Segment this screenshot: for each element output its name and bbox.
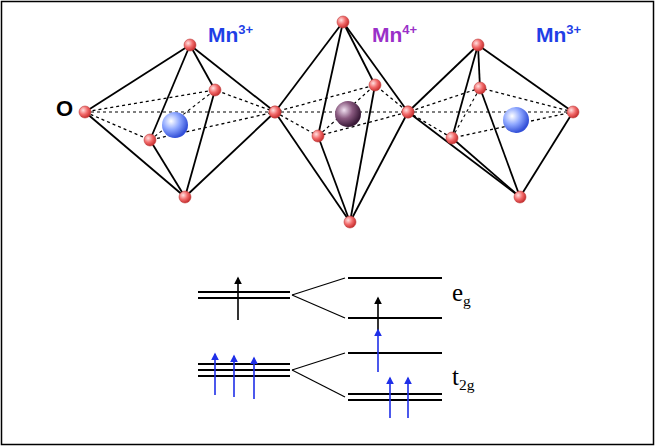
oxygen-atom: [514, 191, 526, 203]
mn-ion: [335, 101, 361, 127]
oxygen-atom: [474, 82, 486, 94]
atom-label: O: [56, 98, 73, 120]
octahedron: [269, 16, 414, 228]
oxygen-atom: [184, 39, 196, 51]
octahedron: [79, 39, 281, 203]
level-label: t2g: [452, 364, 474, 389]
oxygen-atom: [179, 191, 191, 203]
oxygen-atom: [402, 106, 414, 118]
ion-label: Mn3+: [536, 24, 581, 45]
oxygen-atom: [446, 132, 458, 144]
oxygen-atom: [472, 39, 484, 51]
octahedra: [79, 16, 579, 228]
oxygen-atom: [312, 130, 324, 142]
oxygen-atom: [209, 84, 221, 96]
oxygen-atom: [402, 106, 414, 118]
ion-label: Mn4+: [372, 24, 417, 45]
oxygen-atom: [344, 216, 356, 228]
oxygen-atom: [144, 134, 156, 146]
oxygen-atom: [369, 79, 381, 91]
mn-ion: [503, 107, 529, 133]
level-label: eg: [452, 280, 471, 305]
oxygen-atom: [337, 16, 349, 28]
octahedron: [402, 39, 579, 203]
oxygen-atom: [567, 106, 579, 118]
energy-levels: [198, 278, 442, 418]
mn-ion: [162, 112, 188, 138]
oxygen-atom: [269, 106, 281, 118]
ion-label: Mn3+: [208, 24, 253, 45]
oxygen-atom: [269, 106, 281, 118]
oxygen-atom: [79, 106, 91, 118]
